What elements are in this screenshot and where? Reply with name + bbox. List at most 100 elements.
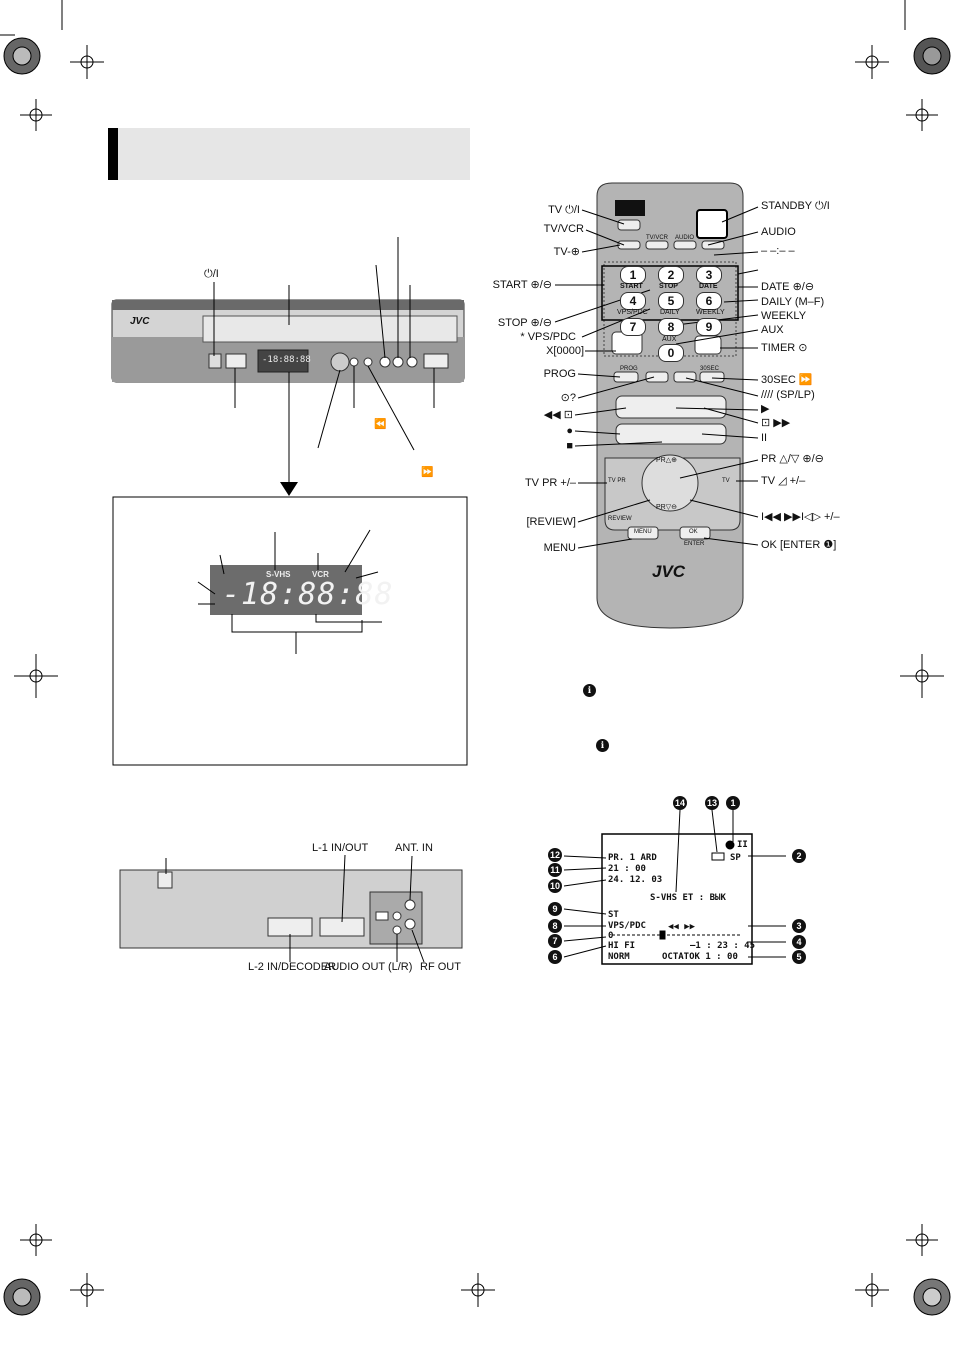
title-bar-accent [108,128,118,180]
rear-l1-label: L-1 IN/OUT [312,842,369,854]
remote-label-standby: STANDBY ⏻/I [761,200,830,212]
remote-key-0[interactable]: 0 [658,344,684,362]
osd-callout-4: 4 [792,935,806,949]
info-icon-1: ℹ [583,684,596,697]
osd-search-arrows: ◀◀ ▶▶ [668,922,696,932]
osd-callout-11: 11 [548,863,562,877]
remote-label-prog: PROG [543,368,576,380]
remote-label-menu: MENU [543,542,576,554]
rear-l2-label: L-2 IN/DECODER [248,961,337,973]
osd-callout-6: 6 [548,950,562,964]
remote-label-date: DATE ⊕/⊖ [761,281,815,293]
remote-label-30sec: 30SEC ⏩ [761,374,813,386]
osd-callout-14: 14 [673,796,687,810]
vcr-front-panel [111,299,465,383]
rew-icon: ⏪ [374,419,387,430]
remote-label-tv-input: TV-⊕ [553,246,580,258]
remote-key-1[interactable]: 1 [620,266,646,284]
osd-remain: ОСТАТОК 1 : 00 [662,952,738,962]
osd-counter: –1 : 23 : 45 [690,941,756,951]
remote-label-audio: AUDIO [761,226,796,238]
remote-key-7[interactable]: 7 [620,318,646,336]
rear-audio-label: AUDIO OUT (L/R) [324,961,413,973]
remote-label-weekly: WEEKLY [761,310,807,322]
display-box [112,496,468,766]
remote-key-sub-weekly: WEEKLY [696,309,725,316]
rear-callouts [165,854,425,963]
osd-graphics [612,840,742,940]
display-callouts [197,529,382,654]
remote-key-4[interactable]: 4 [620,292,646,310]
remote-label-sp-lp: //// (SP/LP) [761,389,815,401]
remote-label-tv-pr: TV PR +/– [524,477,576,489]
remote-label-play: ▶ [761,403,770,415]
remote-label-daily: DAILY (M–F) [761,296,825,308]
front-power-label: ⏻/I [204,268,219,280]
remote-key-6[interactable]: 6 [696,292,722,310]
remote-top-audio: AUDIO [675,235,695,241]
remote-top-30sec: 30SEC [700,366,720,372]
remote-label-aux: AUX [761,324,784,336]
osd-callout-8: 8 [548,919,562,933]
remote-review-text: REVIEW [608,516,632,522]
remote-key-2[interactable]: 2 [658,266,684,284]
remote-top-tvvcr: TV/VCR [646,235,669,241]
osd-zero: 0 [608,931,614,941]
osd-hifi: HI FI [608,941,636,951]
remote-key-3[interactable]: 3 [696,266,722,284]
remote-label-timer-check: ⊙? [560,392,576,404]
remote-label-tv-power: TV ⏻/I [548,204,580,216]
remote-label-tv-vcr: TV/VCR [543,223,584,235]
osd-norm: NORM [608,952,630,962]
remote-label-rec: ● [566,425,573,437]
title-bar [108,128,470,180]
front-brand: JVC [130,316,150,327]
osd-callout-7: 7 [548,934,562,948]
remote-tvpr-text: TV PR [608,478,626,484]
remote-key-9[interactable]: 9 [696,318,722,336]
osd-vps: VPS/PDC [608,921,646,931]
remote-tv-text: TV [722,478,730,484]
osd-callout-9: 9 [548,902,562,916]
osd-date: 24. 12. 03 [608,875,663,885]
osd-pause-mark: II [737,840,748,850]
display-vcr: VCR [312,570,329,579]
remote-key-5[interactable]: 5 [658,292,684,310]
display-digits: -18:88:88 [222,577,394,612]
remote-key-8[interactable]: 8 [658,318,684,336]
osd-callouts [563,809,786,958]
remote-top-prog: PROG [620,366,638,372]
osd-callout-10: 10 [548,879,562,893]
remote-enter-text: ENTER [684,541,705,547]
remote-label-dashes: – –:– – [761,245,795,257]
remote-label-pause: II [761,432,768,444]
remote-label-skip: I◀◀ ▶▶I◁▷ +/– [761,511,840,523]
remote-pr-down: PR▽⊖ [656,504,677,511]
remote-key-sub-start: START [620,283,643,290]
remote-label-tv-vol: TV ◿ +/– [761,475,806,487]
osd-svhs-et: S-VHS ET : ВЫК [650,893,726,903]
osd-callout-1: 1 [726,796,740,810]
remote-label-clear: X[0000] [546,345,584,357]
remote-label-ff: ⊡ ▶▶ [761,417,791,429]
osd-callout-2: 2 [792,849,806,863]
remote-label-rew: ◀◀ ⊡ [543,409,573,421]
remote-key-sub-vps: VPS/PDC [617,309,648,316]
osd-time: 21 : 00 [608,864,646,874]
ff-icon: ⏩ [421,467,434,478]
remote-brand: JVC [652,562,686,581]
registration-marks [0,0,951,1316]
osd-callout-13: 13 [705,796,719,810]
remote-key-sub-date: DATE [699,283,718,290]
osd-callout-12: 12 [548,848,562,862]
osd-pr: PR. 1 ARD [608,853,657,863]
info-icon-2: ℹ [596,739,609,752]
display-arrow [280,482,298,496]
remote-ok-text: OK [689,529,698,535]
remote-pr-up: PR△⊕ [656,457,677,464]
osd-screen [601,833,753,965]
remote-label-vps: * VPS/PDC [520,331,576,343]
front-display-digits: -18:88:88 [262,355,311,365]
remote-menu-text: MENU [634,529,652,535]
